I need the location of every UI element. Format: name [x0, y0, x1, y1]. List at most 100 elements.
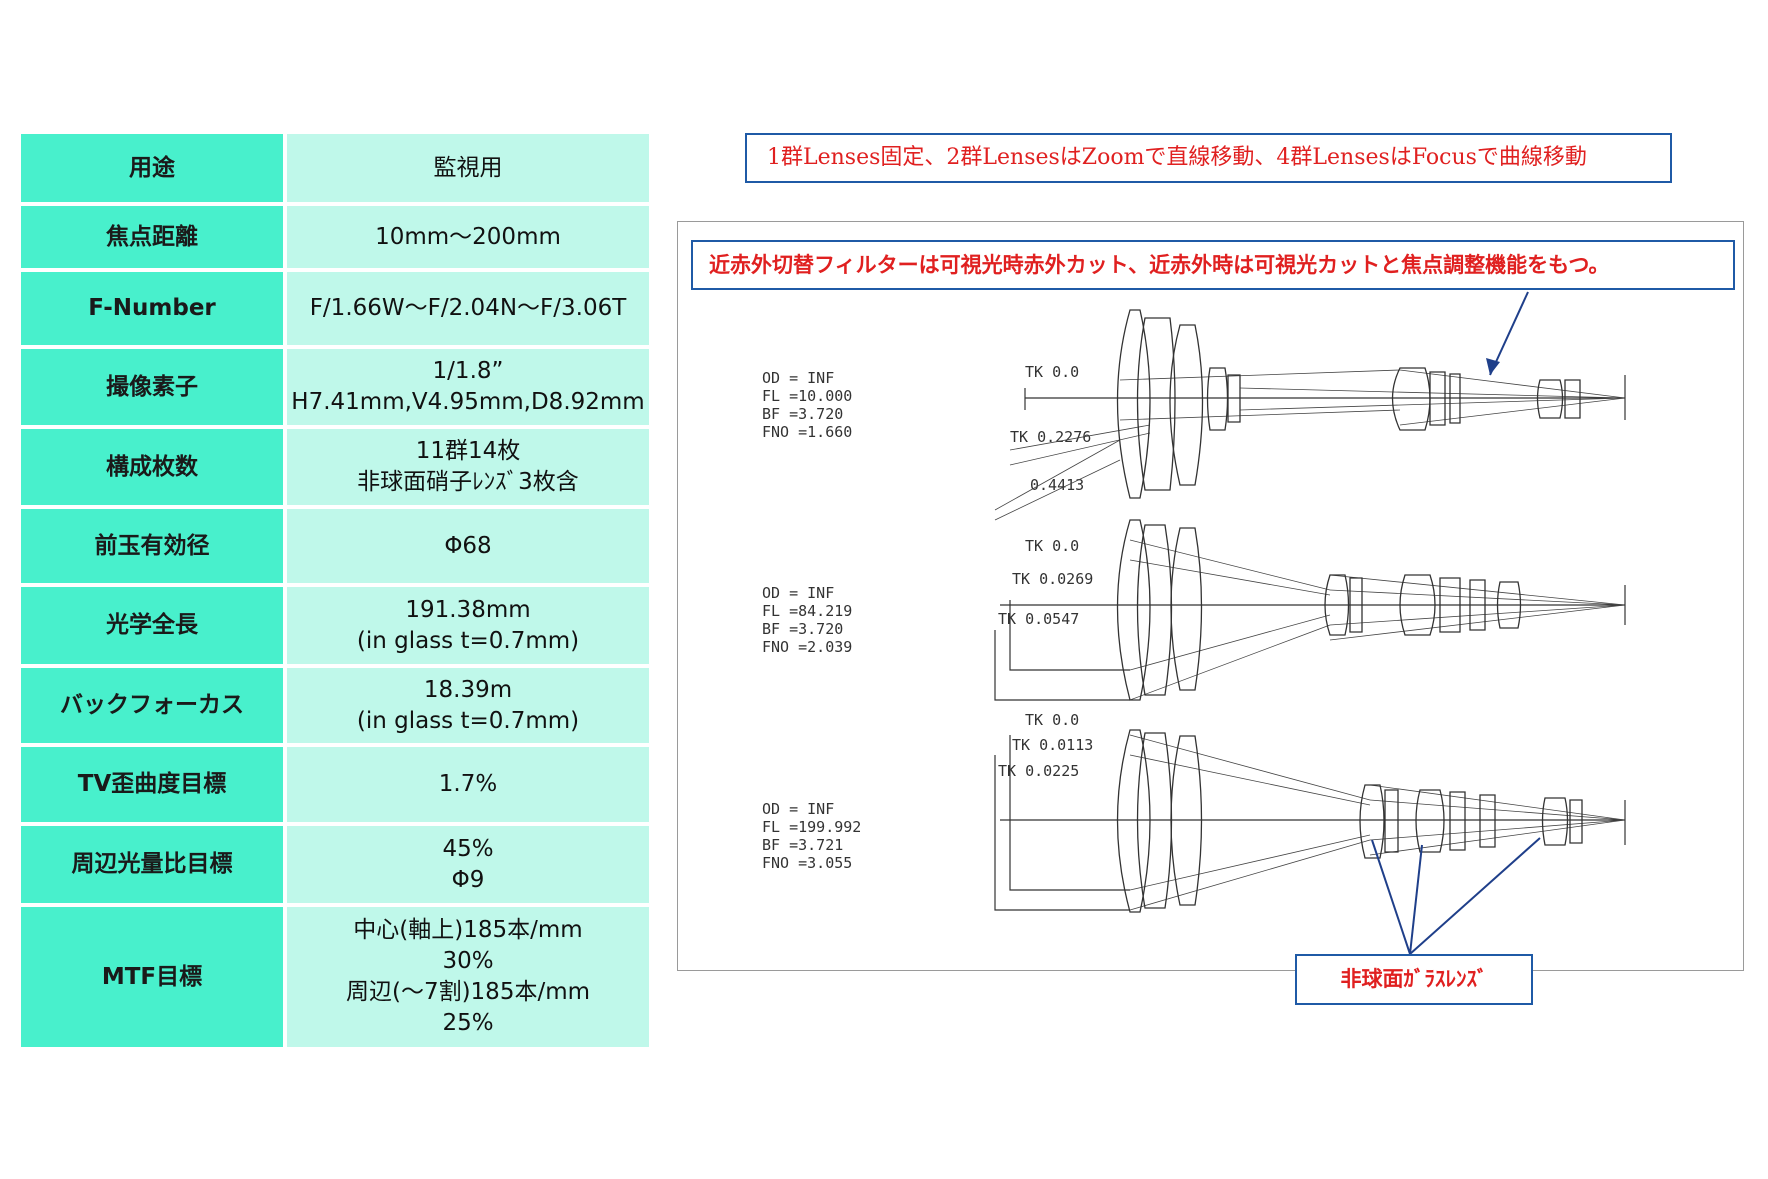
lens-element: [1170, 527, 1203, 691]
spec-label: TV歪曲度目標: [17, 743, 287, 826]
table-row: 焦点距離 10mm〜200mm: [17, 202, 653, 272]
spec-value-line: (in glass t=0.7mm): [356, 627, 580, 654]
spec-value-line: 10mm〜200mm: [375, 223, 561, 250]
frame-line: [1009, 735, 1130, 891]
lens-element: [1429, 371, 1446, 426]
spec-value: F/1.66W〜F/2.04N〜F/3.06T: [283, 268, 653, 349]
ray: [1129, 539, 1331, 591]
table-row: 光学全長 191.38mm (in glass t=0.7mm): [17, 583, 653, 668]
config-param: OD = INF: [762, 800, 834, 818]
table-row: TV歪曲度目標 1.7%: [17, 743, 653, 826]
config-param: OD = INF: [762, 584, 834, 602]
lens-element: [1469, 579, 1486, 631]
ray: [1329, 604, 1626, 641]
lens-config-wide: OD = INF FL =10.000 BF =3.720 FNO =1.660…: [762, 309, 1626, 521]
lens-element: [1169, 324, 1204, 486]
lens-element: [1449, 791, 1466, 851]
spec-label: 前玉有効径: [17, 505, 287, 587]
lens-element: [1449, 373, 1461, 424]
lens-element: [1116, 519, 1151, 701]
lens-element: [1399, 574, 1436, 636]
spec-label: 撮像素子: [17, 345, 287, 429]
ray: [1129, 734, 1371, 801]
tk-label: TK 0.0547: [998, 610, 1079, 628]
ray: [1129, 624, 1331, 701]
ray: [994, 459, 1121, 521]
ray: [1129, 614, 1331, 671]
spec-value-line: Φ9: [451, 866, 485, 893]
spec-value: 18.39m(in glass t=0.7mm): [283, 664, 653, 747]
lens-config-tele: OD = INF FL =199.992 BF =3.721 FNO =3.05…: [762, 711, 1626, 913]
aspheric-arrow: [1371, 839, 1411, 955]
spec-label: F-Number: [17, 268, 287, 349]
spec-table: 用途 監視用 焦点距離 10mm〜200mm F-Number F/1.66W〜…: [17, 130, 653, 1051]
spec-value-line: 中心(軸上)185本/mm: [353, 917, 583, 943]
lens-element: [1349, 577, 1363, 633]
ray: [1009, 424, 1151, 451]
config-param: BF =3.721: [762, 836, 843, 854]
spec-value-line: 11群14枚: [415, 438, 521, 464]
table-row: バックフォーカス 18.39m(in glass t=0.7mm): [17, 664, 653, 747]
lens-element: [1227, 374, 1241, 423]
frame-line: [994, 755, 1130, 911]
table-row: 用途 監視用: [17, 130, 653, 206]
ray: [1399, 397, 1626, 426]
ray: [1369, 799, 1626, 821]
lens-element: [1136, 524, 1173, 696]
lens-element: [1116, 309, 1151, 499]
tk-label: TK 0.0225: [998, 762, 1079, 780]
spec-value-line: 25%: [442, 1010, 494, 1036]
lens-element: [1170, 735, 1203, 906]
lens-element: [1324, 574, 1350, 636]
config-param: BF =3.720: [762, 620, 843, 638]
spec-value-line: 周辺(〜7割)185本/mm: [345, 979, 591, 1005]
spec-value-line: 1.7%: [438, 771, 498, 797]
lens-element: [1136, 732, 1173, 909]
lens-element: [1384, 789, 1399, 853]
lens-element: [1496, 581, 1522, 629]
spec-value-line: 1/1.8”: [432, 358, 504, 384]
spec-label: 用途: [17, 130, 287, 206]
lens-element: [1206, 367, 1229, 431]
table-row: 周辺光量比目標 45%Φ9: [17, 822, 653, 907]
group-motion-note: 1群Lenses固定、2群LensesはZoomで直線移動、4群LensesはF…: [745, 133, 1672, 183]
ray: [994, 439, 1121, 511]
ray: [1369, 819, 1626, 856]
config-param: FL =10.000: [762, 387, 852, 405]
table-row: MTF目標 中心(軸上)185本/mm 30% 周辺(〜7割)185本/mm 25%: [17, 903, 653, 1051]
lens-element: [1359, 784, 1385, 859]
ray: [1329, 604, 1626, 626]
frame-line: [1009, 600, 1130, 671]
lens-config-middle: OD = INF FL =84.219 BF =3.720 FNO =2.039…: [762, 519, 1626, 701]
spec-value: 45%Φ9: [283, 822, 653, 907]
aspheric-lens-note: 非球面ｶﾞﾗｽﾚﾝｽﾞ: [1295, 954, 1533, 1005]
spec-value-line: 191.38mm: [405, 596, 531, 623]
spec-label: MTF目標: [17, 903, 287, 1051]
config-param: FNO =3.055: [762, 854, 852, 872]
config-param: FL =84.219: [762, 602, 852, 620]
spec-label: 光学全長: [17, 583, 287, 668]
lens-element: [1415, 789, 1445, 853]
spec-value: 191.38mm (in glass t=0.7mm): [283, 583, 653, 668]
ray: [1329, 574, 1626, 606]
table-row: 撮像素子 1/1.8” H7.41mm,V4.95mm,D8.92mm: [17, 345, 653, 429]
ray: [1119, 369, 1401, 381]
lens-diagram-frame: [677, 221, 1744, 971]
config-param: FNO =2.039: [762, 638, 852, 656]
spec-value-line: 監視用: [433, 154, 503, 181]
tk-label: TK 0.2276: [1010, 428, 1091, 446]
tk-label: TK 0.0: [1025, 711, 1079, 729]
config-param: BF =3.720: [762, 405, 843, 423]
ray: [1129, 839, 1371, 911]
table-row: 構成枚数 11群14枚非球面硝子ﾚﾝｽﾞ3枚含: [17, 425, 653, 509]
spec-value-line: 30%: [442, 948, 494, 974]
spec-label: 構成枚数: [17, 425, 287, 509]
tk-label: TK 0.0: [1025, 537, 1079, 555]
lens-element: [1569, 799, 1583, 844]
spec-value-line: (in glass t=0.7mm): [356, 707, 580, 734]
aspheric-arrow: [1409, 837, 1541, 955]
spec-value-line: H7.41mm,V4.95mm,D8.92mm: [291, 389, 645, 415]
spec-value-line: Φ68: [444, 532, 492, 559]
tk-label: TK 0.0: [1025, 363, 1079, 381]
